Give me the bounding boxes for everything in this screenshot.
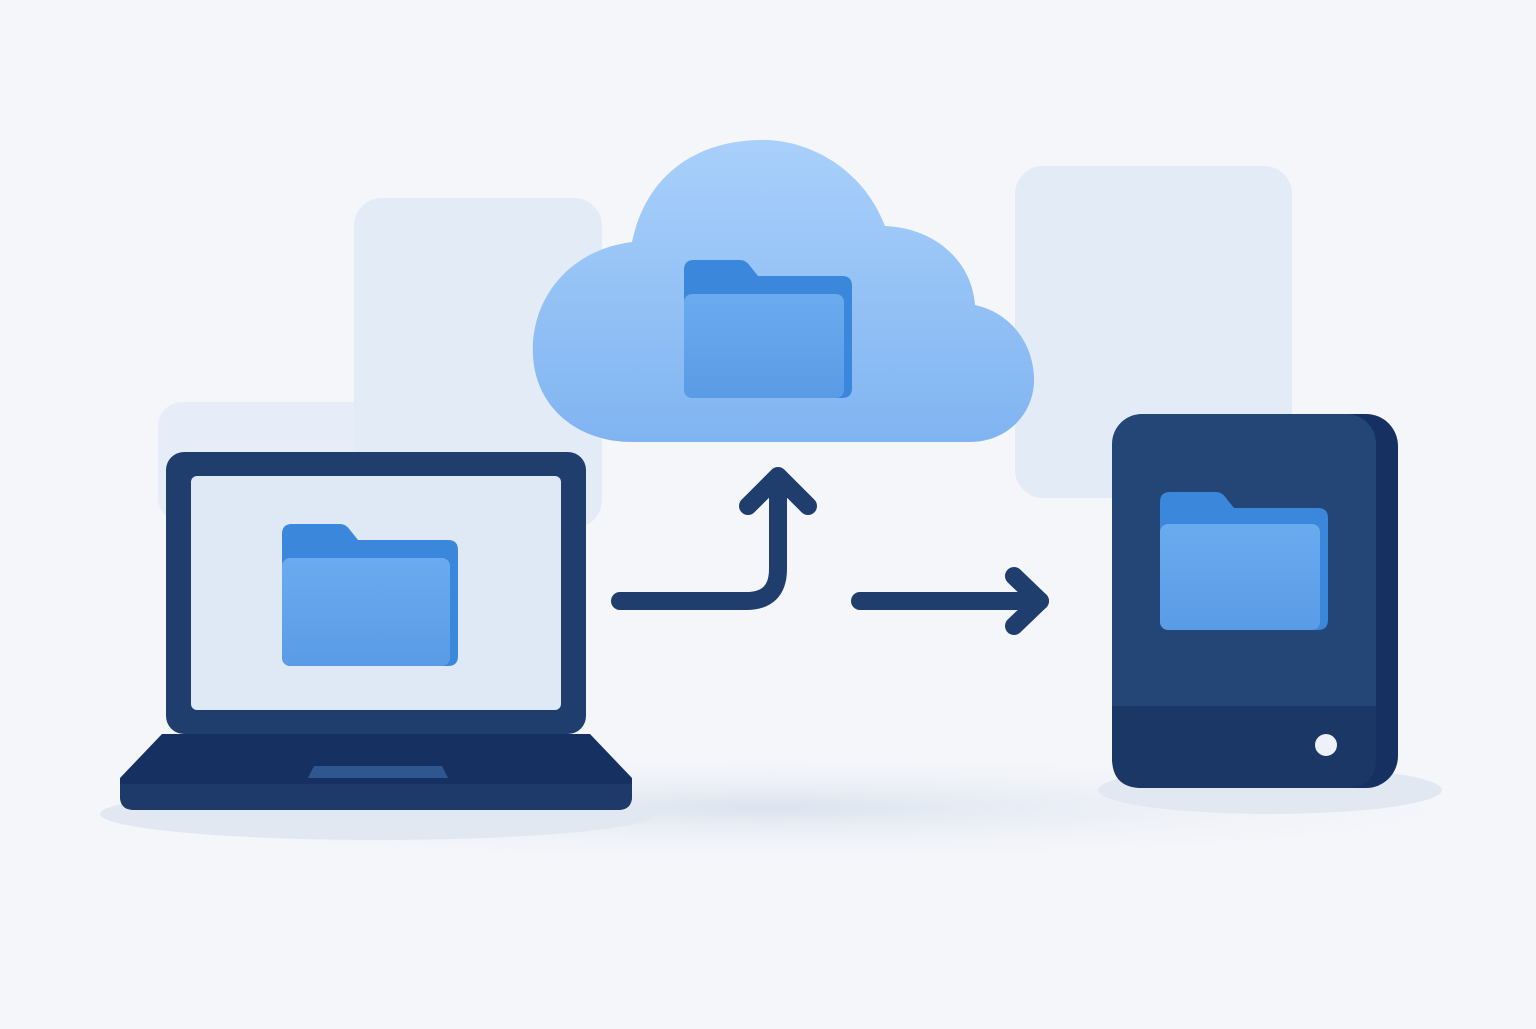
drive-bottom-band <box>1112 706 1376 788</box>
cloud-folder-icon <box>684 260 852 398</box>
arrow-laptop-to-drive-head <box>1005 567 1049 635</box>
drive-led <box>1315 734 1337 756</box>
laptop-trackpad <box>308 766 448 778</box>
arrow-laptop-to-cloud <box>611 469 787 610</box>
laptop-folder-icon <box>282 524 458 666</box>
drive-folder-icon <box>1160 492 1328 630</box>
arrow-laptop-to-cloud-head <box>739 467 817 515</box>
laptop-base-edge <box>120 784 632 810</box>
arrow-icon <box>611 467 1049 635</box>
